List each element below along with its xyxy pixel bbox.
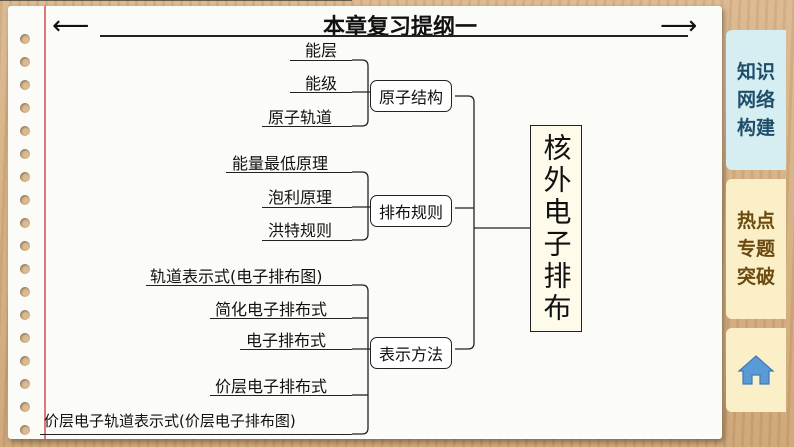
leaf-label: 能层: [305, 41, 338, 60]
binder-hole: [20, 264, 30, 274]
binder-hole: [20, 103, 30, 113]
tab-hotspot-topics[interactable]: 热点专题突破: [726, 179, 786, 319]
root-node: 核外电子排布: [530, 125, 582, 332]
leaf-underline: [262, 207, 352, 209]
leaf-label: 原子轨道: [268, 108, 333, 127]
leaf-label: 电子排布式: [246, 331, 327, 350]
leaf-label: 简化电子排布式: [215, 300, 328, 319]
binder-hole: [20, 172, 30, 182]
tab-knowledge-network[interactable]: 知识网络构建: [726, 30, 786, 170]
binder-hole: [20, 80, 30, 90]
leaf-label: 能级: [305, 74, 338, 93]
home-icon: [737, 355, 775, 385]
tab-label: 知识网络构建: [736, 61, 775, 139]
leaf-underline: [262, 240, 352, 242]
binder-hole: [20, 425, 30, 435]
notebook-paper: [8, 6, 722, 439]
arrow-right-icon[interactable]: ⟶: [660, 11, 698, 41]
leaf-underline: [210, 318, 352, 320]
leaf-underline: [290, 60, 352, 62]
binder-hole: [20, 287, 30, 297]
binder-hole: [20, 333, 30, 343]
branch-node: 原子结构: [370, 80, 453, 112]
title-underline: [100, 35, 688, 37]
binder-hole: [20, 195, 30, 205]
binder-hole: [20, 310, 30, 320]
leaf-label: 能量最低原理: [232, 154, 329, 173]
branch-node: 表示方法: [370, 337, 453, 369]
leaf-label: 价层电子排布式: [215, 377, 328, 396]
binder-hole: [20, 241, 30, 251]
leaf-label: 泡利原理: [268, 188, 333, 207]
leaf-underline: [210, 395, 352, 397]
leaf-underline: [40, 434, 352, 436]
leaf-underline: [262, 126, 352, 128]
binder-hole: [20, 57, 30, 67]
leaf-label: 轨道表示式(电子排布图): [150, 267, 323, 286]
binder-hole: [20, 34, 30, 44]
leaf-label: 价层电子轨道表示式(价层电子排布图): [44, 412, 296, 430]
binder-hole: [20, 379, 30, 389]
binder-hole: [20, 356, 30, 366]
branch-node: 排布规则: [370, 195, 453, 227]
tab-label: 热点专题突破: [736, 210, 775, 288]
home-button[interactable]: [726, 328, 786, 412]
leaf-label: 洪特规则: [268, 221, 333, 240]
leaf-underline: [240, 349, 352, 351]
leaf-underline: [226, 172, 352, 174]
leaf-underline: [146, 285, 352, 287]
binder-hole: [20, 402, 30, 412]
margin-line: [44, 6, 46, 439]
leaf-underline: [290, 92, 352, 94]
binder-hole: [20, 126, 30, 136]
binder-hole: [20, 149, 30, 159]
arrow-left-icon[interactable]: ⟵: [52, 11, 90, 41]
binder-hole: [20, 218, 30, 228]
